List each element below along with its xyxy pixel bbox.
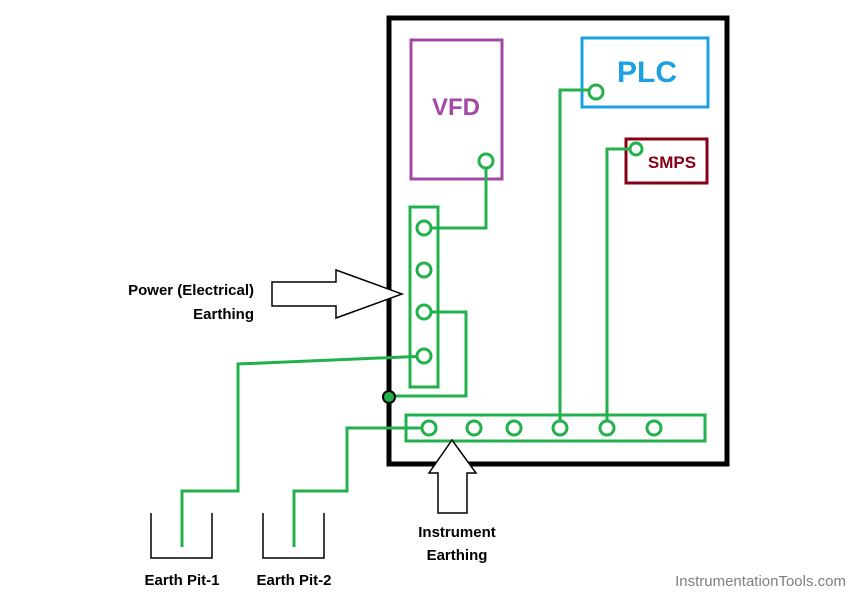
vfd-box [409,38,504,181]
power-earth-bar [408,205,440,389]
instrument-earthing-label-line1: Instrument [418,524,496,541]
wire-power-bar-to-panel-earth [391,310,468,398]
instrument-bar-terminal [465,419,483,437]
smps-earth-terminal [628,141,644,157]
plc-box [580,36,710,109]
smps-label: SMPS [648,153,696,172]
power-bar-terminal [415,303,433,321]
earth-pit-2-label: Earth Pit-2 [256,572,331,589]
wire-power-bar-to-pit1 [180,354,428,547]
plc-earth-terminal [587,83,605,101]
earth-pit-2 [262,513,325,559]
power-bar-terminal [415,261,433,279]
earth-pit-1-label: Earth Pit-1 [144,572,219,589]
control-panel [386,15,730,467]
power-earthing-label-line1: Power (Electrical) [128,282,254,299]
instrument-bar-terminal [420,419,438,437]
power-bar-terminal [415,347,433,365]
vfd-earth-terminal [477,152,495,170]
instrument-bar-terminal [505,419,523,437]
instrument-earthing-label-line2: Earthing [427,547,488,564]
instrument-bar-terminal [598,419,616,437]
power-earthing-arrow [271,268,405,320]
watermark: InstrumentationTools.com [675,573,846,590]
panel-earth-point [382,390,396,404]
vfd-label: VFD [432,94,480,121]
plc-label: PLC [617,56,677,89]
power-bar-terminal [415,219,433,237]
earth-pit-1 [150,513,213,559]
wire-vfd-to-power-bar [432,169,488,230]
instrument-bar-terminal [645,419,663,437]
instrument-earthing-arrow [427,438,478,514]
wire-instrument-bar-to-pit2 [292,426,424,547]
power-earthing-label-line2: Earthing [193,306,254,323]
instrument-bar-terminal [551,419,569,437]
smps-box [624,137,709,185]
wire-smps-to-instrument-bar [605,147,634,428]
wire-plc-to-instrument-bar [558,88,588,428]
